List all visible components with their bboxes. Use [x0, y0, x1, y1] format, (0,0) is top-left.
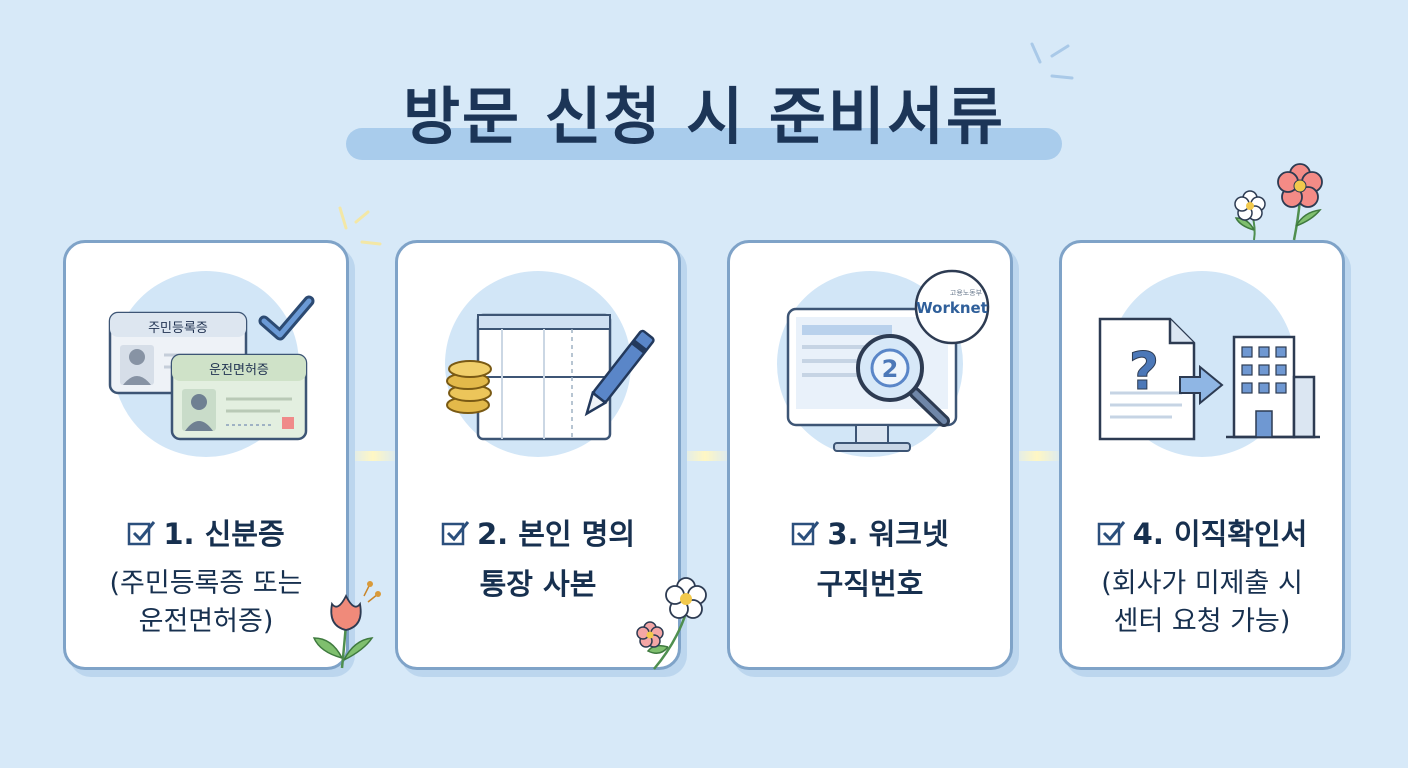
connector-1-2	[346, 451, 400, 461]
card-step-title: 4. 이직확인서	[1062, 511, 1342, 553]
card-step-text: 3. 워크넷	[827, 517, 949, 551]
building-icon	[1226, 335, 1320, 439]
card-bankbook: 2. 본인 명의 통장 사본	[395, 240, 707, 670]
checkbox-icon	[792, 521, 820, 546]
card-step-title: 2. 본인 명의	[398, 511, 678, 553]
card-detail-line-2: 센터 요청 가능)	[1113, 606, 1291, 637]
card-detail-line-2: 운전면허증)	[138, 606, 274, 637]
connector-3-4	[1010, 451, 1064, 461]
bankbook-icon	[446, 313, 655, 441]
flowers-icon	[1234, 163, 1323, 241]
coin-stack-icon	[446, 360, 492, 414]
worknet-logo-text: Worknet	[916, 299, 988, 317]
card-id: 주민등록증 운전면허증 1. 신분증 (주민등록증 또는 운전면허증)	[63, 240, 349, 670]
question-mark: ?	[1129, 342, 1159, 402]
card-detail-line-1: (주민등록증 또는	[109, 568, 303, 599]
title-banner: 방문 신청 시 준비서류	[346, 58, 1062, 168]
pen-icon	[584, 329, 655, 417]
id-card-label: 주민등록증	[148, 321, 208, 336]
flower-icon	[636, 577, 707, 670]
page-title: 방문 신청 시 준비서류	[402, 80, 1006, 153]
card-detail-line-1: (회사가 미제출 시	[1101, 568, 1303, 599]
card-separation-certificate: ? 4. 이직확인서 (회사가 미제출 시 센터 요청 가능)	[1059, 240, 1345, 670]
card-worknet: 2 고용노동부 Worknet 3. 워크넷 구직번호	[727, 240, 1013, 670]
tulip-icon	[312, 581, 381, 669]
magnifier-number: 2	[882, 355, 899, 383]
worknet-logo-subtext: 고용노동부	[950, 289, 983, 297]
connector-2-3	[678, 451, 732, 461]
card-step-text: 4. 이직확인서	[1132, 517, 1308, 551]
document-icon: ?	[1098, 317, 1320, 441]
arrow-right-icon	[1179, 364, 1224, 406]
checkbox-icon	[1097, 521, 1125, 546]
magnifier-icon: 2	[856, 334, 950, 427]
card-step-text: 1. 신분증	[163, 517, 285, 551]
card-detail-line-1: 통장 사본	[479, 567, 597, 601]
checkbox-icon	[128, 521, 156, 546]
monitor-icon: 2 고용노동부 Worknet	[786, 269, 990, 452]
title-highlight-bar	[346, 128, 1062, 160]
license-card-label: 운전면허증	[209, 363, 269, 378]
id-card-icon: 주민등록증 운전면허증	[108, 295, 315, 441]
check-icon	[258, 295, 315, 341]
checkbox-icon	[441, 521, 470, 546]
card-step-title: 3. 워크넷	[730, 511, 1010, 553]
worknet-logo: 고용노동부 Worknet	[914, 269, 990, 345]
card-step-title: 1. 신분증	[66, 511, 346, 553]
card-detail-line-1: 구직번호	[816, 567, 924, 601]
card-step-text: 2. 본인 명의	[476, 517, 636, 551]
